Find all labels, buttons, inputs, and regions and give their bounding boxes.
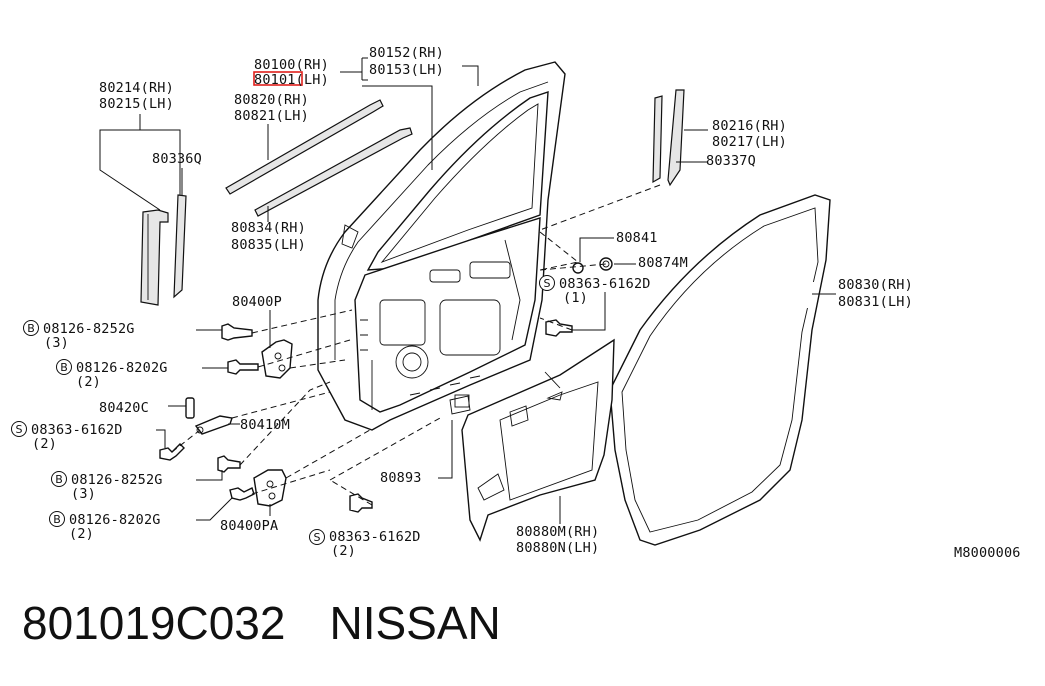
part-caption: 801019C032 NISSAN <box>22 596 501 650</box>
door-weatherstrip-ring <box>609 194 831 546</box>
bolt-badge-letter: B <box>60 361 68 374</box>
diagram-code: M8000006 <box>954 545 1021 561</box>
label-08126-8202g-upper[interactable]: 08126-8202G <box>76 360 168 376</box>
label-qty-2-left: (2) <box>32 436 57 452</box>
label-80152[interactable]: 80152(RH) <box>369 45 444 61</box>
label-80100[interactable]: 80100(RH) <box>254 57 329 73</box>
label-08126-8252g-lower[interactable]: 08126-8252G <box>71 472 163 488</box>
label-80410m[interactable]: 80410M <box>240 417 290 433</box>
sash-strips-left <box>140 194 187 306</box>
label-08126-8202g-lower[interactable]: 08126-8202G <box>69 512 161 528</box>
label-80880n[interactable]: 80880N(LH) <box>516 540 599 556</box>
label-80153[interactable]: 80153(LH) <box>369 62 444 78</box>
label-80101[interactable]: 80101(LH) <box>254 72 329 88</box>
label-qty-1: (1) <box>563 290 588 306</box>
label-80400pa[interactable]: 80400PA <box>220 518 278 534</box>
label-80834[interactable]: 80834(RH) <box>231 220 306 236</box>
bolt-badge-b1: B <box>23 320 39 336</box>
label-80835[interactable]: 80835(LH) <box>231 237 306 253</box>
label-80215[interactable]: 80215(LH) <box>99 96 174 112</box>
label-80216[interactable]: 80216(RH) <box>712 118 787 134</box>
highlight-box <box>253 71 303 86</box>
label-80217[interactable]: 80217(LH) <box>712 134 787 150</box>
label-08363-6162d-1[interactable]: 08363-6162D <box>559 276 651 292</box>
door-check-link <box>185 397 233 435</box>
part-labels: 80100(RH) 80101(LH) 80152(RH) 80153(LH) … <box>11 45 1021 561</box>
label-80400p[interactable]: 80400P <box>232 294 282 310</box>
label-08363-6162d-2-bottom[interactable]: 08363-6162D <box>329 529 421 545</box>
bolt-badge-letter: B <box>55 473 63 486</box>
screw-badge-letter: S <box>314 531 321 544</box>
sash-strips-right <box>652 89 685 187</box>
label-08126-8252g-upper[interactable]: 08126-8252G <box>43 321 135 337</box>
upper-hinge <box>261 339 293 379</box>
label-80337q[interactable]: 80337Q <box>706 153 756 169</box>
label-08363-6162d-2-left[interactable]: 08363-6162D <box>31 422 123 438</box>
dashed-guides <box>171 184 661 506</box>
screw-badge-letter: S <box>544 277 551 290</box>
label-qty-2-bottom: (2) <box>331 543 356 559</box>
label-qty-2-upper: (2) <box>76 374 101 390</box>
fasteners <box>159 257 613 513</box>
window-moldings <box>225 99 413 217</box>
label-80420c[interactable]: 80420C <box>99 400 149 416</box>
part-number: 801019C032 <box>22 597 286 649</box>
label-qty-2-lower: (2) <box>69 526 94 542</box>
label-qty-3-lower: (3) <box>71 486 96 502</box>
label-80821[interactable]: 80821(LH) <box>234 108 309 124</box>
label-80830[interactable]: 80830(RH) <box>838 277 913 293</box>
label-80214[interactable]: 80214(RH) <box>99 80 174 96</box>
label-80841[interactable]: 80841 <box>616 230 658 246</box>
label-80831[interactable]: 80831(LH) <box>838 294 913 310</box>
label-80336q[interactable]: 80336Q <box>152 151 202 167</box>
screw-badge-s2: S <box>11 421 27 437</box>
bolt-badge-letter: B <box>27 322 35 335</box>
screw-badge-s1: S <box>539 275 555 291</box>
bolt-badge-b3: B <box>51 471 67 487</box>
screw-badge-letter: S <box>16 423 23 436</box>
bolt-badge-b2: B <box>56 359 72 375</box>
door-shell <box>317 61 566 431</box>
label-80874m[interactable]: 80874M <box>638 255 688 271</box>
label-80880m[interactable]: 80880M(RH) <box>516 524 599 540</box>
brand-name: NISSAN <box>329 597 501 649</box>
leader-lines <box>99 57 836 524</box>
bolt-badge-b4: B <box>49 511 65 527</box>
screw-badge-s3: S <box>309 529 325 545</box>
lower-hinge <box>253 469 287 507</box>
bolt-badge-letter: B <box>53 513 61 526</box>
label-80820[interactable]: 80820(RH) <box>234 92 309 108</box>
label-80893[interactable]: 80893 <box>380 470 422 486</box>
door-trim-panel <box>449 338 615 542</box>
label-qty-3-upper: (3) <box>44 335 69 351</box>
